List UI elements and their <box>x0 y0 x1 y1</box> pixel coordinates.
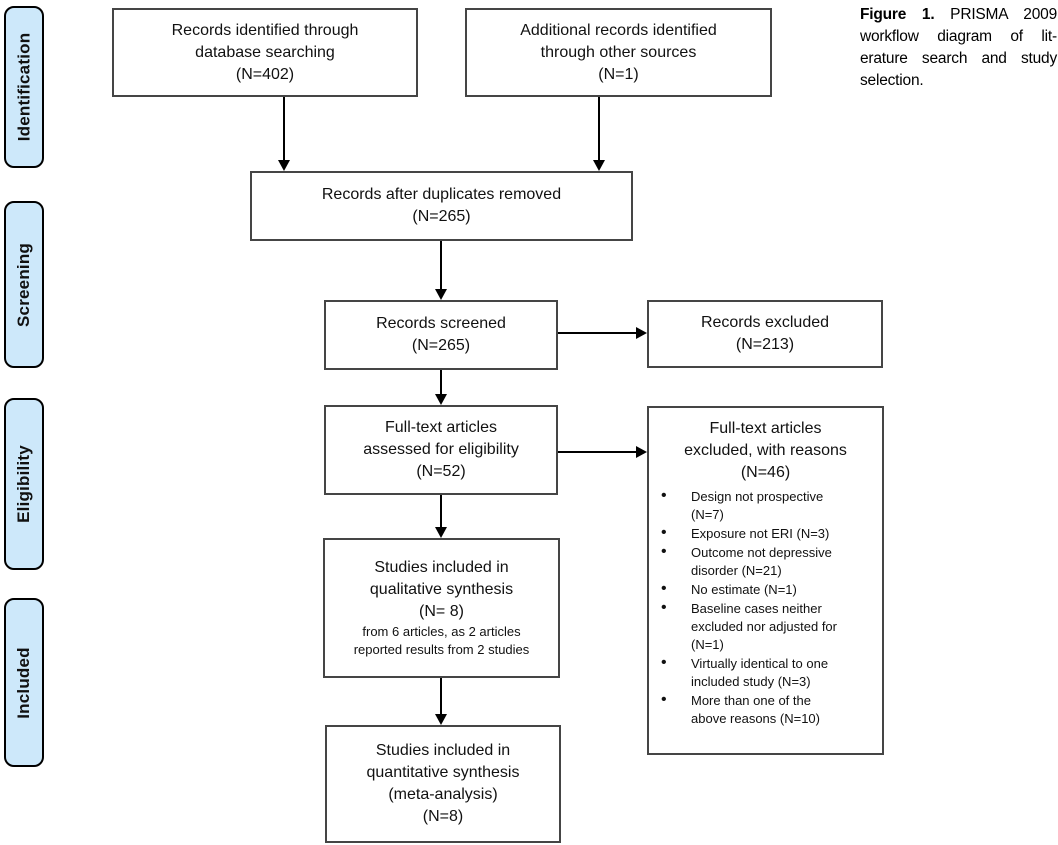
arrowhead-down-icon <box>435 527 447 538</box>
box-text-line: Records after duplicates removed <box>321 186 562 203</box>
box-qualitative-synthesis: Studies included in qualitative synthesi… <box>323 538 560 678</box>
stage-label-text: Identification <box>14 32 34 142</box>
arrow-identified-to-duplicates <box>283 97 285 161</box>
arrow-screened-to-fulltext <box>440 370 442 395</box>
box-text-line: assessed for eligibility <box>363 441 519 458</box>
arrow-additional-to-duplicates <box>598 97 600 161</box>
box-records-screened: Records screened (N=265) <box>324 300 558 370</box>
exclusion-reason-item: Virtually identical to one included stud… <box>659 654 873 691</box>
box-text-line: (meta-analysis) <box>388 786 498 803</box>
box-text-line: (N=265) <box>411 337 471 354</box>
box-text-line: (N=52) <box>416 463 466 480</box>
caption-line1-rest: PRISMA 2009 <box>934 6 1057 23</box>
arrowhead-right-icon <box>636 446 647 458</box>
arrowhead-down-icon <box>435 289 447 300</box>
box-text-line: Additional records identified <box>520 21 717 39</box>
caption-line: erature search and study <box>860 50 1057 67</box>
box-text-line: (N=265) <box>412 208 471 225</box>
stage-label-included: Included <box>4 598 44 767</box>
box-text-line: through other sources <box>540 43 697 61</box>
arrowhead-right-icon <box>636 327 647 339</box>
box-text-line: (N=213) <box>735 336 795 353</box>
box-text-line: excluded, with reasons <box>684 442 847 459</box>
stage-label-eligibility: Eligibility <box>4 398 44 570</box>
arrowhead-down-icon <box>278 160 290 171</box>
arrowhead-down-icon <box>593 160 605 171</box>
box-note-line: from 6 articles, as 2 articles <box>362 624 521 639</box>
box-additional-records: Additional records identified through ot… <box>465 8 772 97</box>
box-text-line: Studies included in <box>374 559 509 576</box>
box-text-line: Records screened <box>376 315 506 332</box>
arrow-fulltext-to-excluded-reasons <box>558 451 636 453</box>
box-text-line: Full-text articles <box>384 419 498 436</box>
stage-label-text: Included <box>14 646 33 719</box>
exclusion-reason-item: More than one of the above reasons (N=10… <box>659 691 873 728</box>
box-note-line: reported results from 2 studies <box>353 642 530 657</box>
arrowhead-down-icon <box>435 714 447 725</box>
exclusion-reason-item: No estimate (N=1) <box>659 580 873 599</box>
figure-caption: Figure 1. PRISMA 2009 workflow diagram o… <box>860 4 1057 92</box>
exclusion-reasons-list: Design not prospective (N=7) Exposure no… <box>649 487 882 729</box>
exclusion-reason-item: Exposure not ERI (N=3) <box>659 524 873 543</box>
box-records-identified: Records identified through database sear… <box>112 8 418 97</box>
box-fulltext-excluded: Full-text articles excluded, with reason… <box>647 406 884 755</box>
box-text-line: Studies included in <box>375 742 511 759</box>
exclusion-reason-item: Outcome not depressive disorder (N=21) <box>659 543 873 580</box>
arrow-duplicates-to-screened <box>440 241 442 290</box>
box-text-line: qualitative synthesis <box>369 581 514 598</box>
box-duplicates-removed: Records after duplicates removed (N=265) <box>250 171 633 241</box>
box-text-line: (N= 8) <box>419 603 464 620</box>
caption-line: Figure 1. PRISMA 2009 <box>860 4 1057 26</box>
box-text-line: database searching <box>195 43 335 61</box>
box-text-line: (N=8) <box>422 808 464 825</box>
exclusion-reason-item: Design not prospective (N=7) <box>659 487 873 524</box>
stage-label-screening: Screening <box>4 201 44 368</box>
arrow-qualitative-to-quantitative <box>440 678 442 715</box>
stage-label-text: Screening <box>14 242 33 327</box>
box-text-line: Records excluded <box>700 314 830 331</box>
caption-line: workflow diagram of lit- <box>860 28 1057 45</box>
box-text-line: Full-text articles <box>709 420 822 437</box>
box-text-line: quantitative synthesis <box>366 764 520 781</box>
box-records-excluded: Records excluded (N=213) <box>647 300 883 368</box>
arrowhead-down-icon <box>435 394 447 405</box>
stage-label-identification: Identification <box>4 6 44 168</box>
caption-line: selection. <box>860 72 924 89</box>
box-quantitative-synthesis: Studies included in quantitative synthes… <box>325 725 561 843</box>
box-text-line: (N=1) <box>598 65 639 83</box>
arrow-fulltext-to-qualitative <box>440 495 442 528</box>
box-text-line: Records identified through <box>171 21 359 39</box>
stage-label-text: Eligibility <box>14 445 34 523</box>
exclusion-reason-item: Baseline cases neither excluded nor adju… <box>659 599 873 654</box>
caption-figure-label: Figure 1. <box>860 6 935 23</box>
arrow-screened-to-excluded <box>558 332 636 334</box>
box-fulltext-assessed: Full-text articles assessed for eligibil… <box>324 405 558 495</box>
box-text-line: (N=402) <box>235 65 295 83</box>
box-text-line: (N=46) <box>740 464 791 481</box>
